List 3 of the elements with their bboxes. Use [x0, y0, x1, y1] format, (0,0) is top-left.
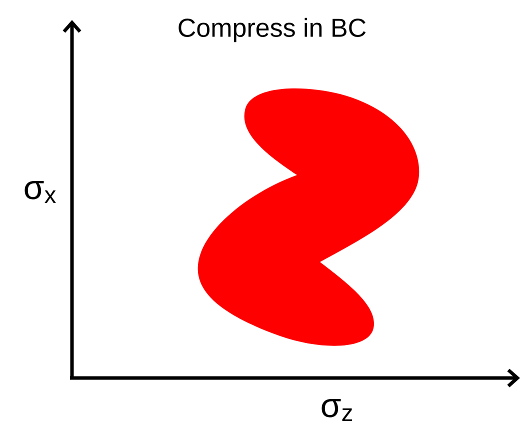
- axis-label: σ$_{x}$: [24, 181, 56, 203]
- axis-label: σ$_{z}$: [322, 399, 352, 421]
- title: Compress in BC: [178, 18, 366, 42]
